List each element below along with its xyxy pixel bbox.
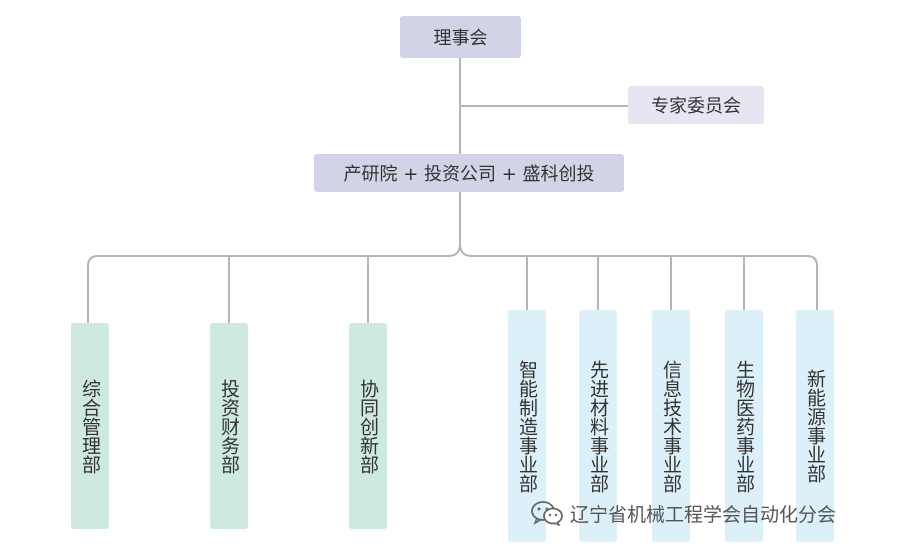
node-institute: 产研院 + 投资公司 + 盛科创投 [314,154,624,192]
node-department: 协同创新部 [349,323,387,529]
node-department-label: 生物医药事业部 [733,359,755,493]
node-board-label: 理事会 [433,28,488,49]
node-department-label: 综合管理部 [79,378,101,474]
node-department: 生物医药事业部 [725,310,763,542]
watermark: 辽宁省机械工程学会自动化分会 [530,498,836,528]
node-board: 理事会 [400,16,521,58]
node-expert-committee: 专家委员会 [628,86,764,124]
node-department-label: 智能制造事业部 [516,359,538,493]
wechat-icon [531,501,563,526]
node-department-label: 投资财务部 [218,378,240,474]
node-department: 智能制造事业部 [508,310,546,542]
connector-line [459,243,818,310]
node-department: 综合管理部 [71,323,109,529]
node-department: 投资财务部 [210,323,248,529]
node-department-label: 信息技术事业部 [660,359,682,493]
node-institute-label: 产研院 + 投资公司 + 盛科创投 [343,164,595,185]
node-department: 新能源事业部 [796,310,834,542]
watermark-text: 辽宁省机械工程学会自动化分会 [570,503,837,526]
node-department-label: 先进材料事业部 [587,359,609,493]
node-department-label: 新能源事业部 [804,369,826,483]
node-department: 先进材料事业部 [579,310,617,542]
node-department: 信息技术事业部 [652,310,690,542]
connector-line [87,192,461,323]
node-department-label: 协同创新部 [357,378,379,474]
node-expert-committee-label: 专家委员会 [651,96,741,117]
